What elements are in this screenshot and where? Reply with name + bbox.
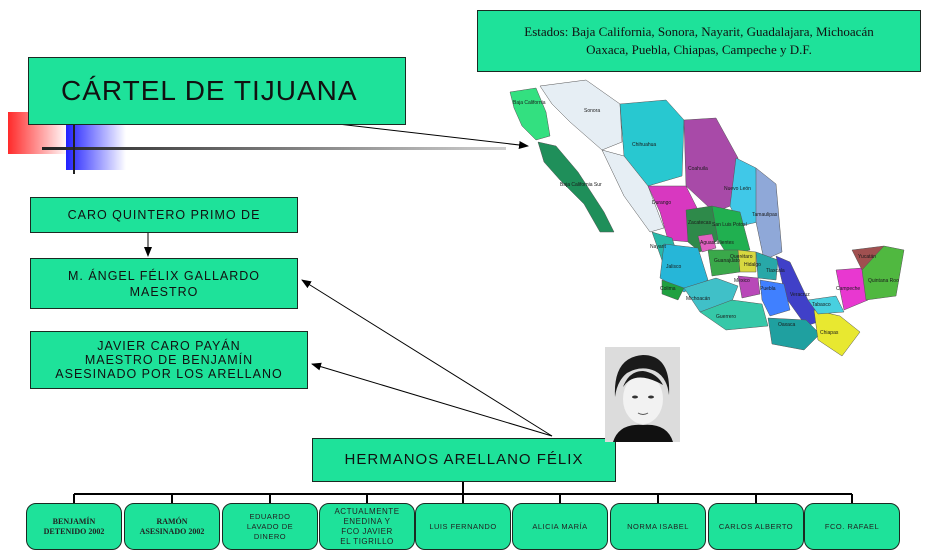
map-label: Puebla bbox=[760, 286, 776, 292]
map-label: Querétaro bbox=[730, 254, 753, 260]
sibling-note: EL TIGRILLO bbox=[340, 537, 394, 546]
map-label: Yucatán bbox=[858, 254, 876, 260]
sibling-note: ASESINADO 2002 bbox=[139, 526, 205, 536]
map-label: Baja California bbox=[513, 100, 546, 106]
map-region-chiapas bbox=[813, 309, 861, 357]
sibling-name: ENEDINA Y bbox=[343, 517, 391, 526]
map-region-nuevo-leon bbox=[729, 157, 759, 227]
map-label: Nayarit bbox=[650, 244, 666, 250]
map-region-sinaloa bbox=[601, 149, 665, 233]
map-label: Chihuahua bbox=[632, 142, 656, 148]
map-region-aguascalientes bbox=[697, 233, 717, 253]
felix-gallardo-role: MAESTRO bbox=[129, 284, 199, 299]
sibling-note: DETENIDO 2002 bbox=[43, 526, 105, 536]
javier-caro-box: JAVIER CARO PAYÁN MAESTRO DE BENJAMÍN AS… bbox=[30, 331, 308, 389]
decor-horizontal-line bbox=[42, 147, 506, 150]
map-label: Veracruz bbox=[790, 292, 810, 298]
map-label: Colima bbox=[660, 286, 676, 292]
map-label: Tabasco bbox=[812, 302, 831, 308]
javier-caro-name: JAVIER CARO PAYÁN bbox=[97, 339, 241, 353]
map-region-baja-california bbox=[509, 87, 551, 141]
map-label: Zacatecas bbox=[688, 220, 712, 226]
sibling-box: ALICIA MARÍA bbox=[512, 503, 608, 550]
map-label: Baja California Sur bbox=[560, 182, 602, 188]
sibling-name: BENJAMÍN bbox=[52, 516, 96, 526]
map-label: Sonora bbox=[584, 108, 600, 114]
map-label: San Luis Potosí bbox=[712, 222, 748, 228]
map-region-sonora bbox=[539, 79, 623, 151]
sibling-note: LAVADO DE bbox=[246, 521, 294, 531]
states-line-1: Estados: Baja California, Sonora, Nayari… bbox=[524, 24, 874, 39]
map-region-tamaulipas bbox=[755, 167, 783, 261]
map-label: Aguascalientes bbox=[700, 240, 734, 246]
felix-gallardo-name: M. ÁNGEL FÉLIX GALLARDO bbox=[67, 268, 261, 283]
map-region-hidalgo bbox=[755, 251, 779, 281]
map-region-baja-california-sur bbox=[537, 141, 615, 233]
decor-vertical-line bbox=[73, 122, 75, 174]
sibling-name: LUIS FERNANDO bbox=[429, 521, 497, 531]
sibling-box: NORMA ISABEL bbox=[610, 503, 706, 550]
hermanos-box: HERMANOS ARELLANO FÉLIX bbox=[312, 438, 616, 482]
map-label: Guanajuato bbox=[714, 258, 740, 264]
map-region-campeche bbox=[835, 267, 869, 311]
page-title: CÁRTEL DE TIJUANA bbox=[61, 75, 358, 106]
sibling-name: NORMA ISABEL bbox=[627, 521, 689, 531]
sibling-note: DINERO bbox=[253, 531, 287, 541]
map-label: Oaxaca bbox=[778, 322, 795, 328]
map-label: Campeche bbox=[836, 286, 860, 292]
arrow-hermanos-to-javier bbox=[311, 362, 553, 437]
arrow-title-to-map bbox=[337, 123, 529, 149]
map-label: Hidalgo bbox=[744, 262, 761, 268]
sibling-box: FCO. RAFAEL bbox=[804, 503, 900, 550]
map-region-colima bbox=[661, 279, 685, 301]
map-label: Tlaxcala bbox=[766, 268, 785, 274]
arrow-hermanos-to-felix bbox=[301, 279, 553, 437]
map-region-mexico bbox=[737, 275, 761, 299]
map-label: Durango bbox=[652, 200, 671, 206]
sibling-name: ALICIA MARÍA bbox=[532, 521, 588, 531]
map-region-queretaro bbox=[737, 249, 757, 273]
caro-quintero-label: CARO QUINTERO PRIMO DE bbox=[67, 208, 261, 222]
title-box: CÁRTEL DE TIJUANA bbox=[28, 57, 406, 125]
felix-gallardo-box: M. ÁNGEL FÉLIX GALLARDO MAESTRO bbox=[30, 258, 298, 309]
portrait-photo bbox=[605, 347, 680, 442]
map-label: Tamaulipas bbox=[752, 212, 778, 218]
javier-caro-note: ASESINADO POR LOS ARELLANO bbox=[55, 367, 283, 381]
map-label: México bbox=[734, 278, 750, 284]
sibling-box: EDUARDO LAVADO DE DINERO bbox=[222, 503, 318, 550]
map-label: Coahuila bbox=[688, 166, 708, 172]
map-label: Quintana Roo bbox=[868, 278, 899, 284]
map-region-quintana-roo bbox=[861, 245, 905, 301]
sibling-box: RAMÓN ASESINADO 2002 bbox=[124, 503, 220, 550]
sibling-name: CARLOS ALBERTO bbox=[718, 521, 794, 531]
sibling-name: FCO JAVIER bbox=[341, 527, 393, 536]
states-line-2: Oaxaca, Puebla, Chiapas, Campeche y D.F. bbox=[586, 42, 812, 57]
map-label: Jalisco bbox=[666, 264, 682, 270]
sibling-name: RAMÓN bbox=[156, 516, 188, 526]
map-region-guerrero bbox=[699, 299, 769, 331]
map-region-oaxaca bbox=[767, 317, 821, 351]
sibling-box: BENJAMÍN DETENIDO 2002 bbox=[26, 503, 122, 550]
sibling-name: FCO. RAFAEL bbox=[824, 521, 880, 531]
states-box: Estados: Baja California, Sonora, Nayari… bbox=[477, 10, 921, 72]
sibling-box: ACTUALMENTE ENEDINA Y FCO JAVIER EL TIGR… bbox=[319, 503, 415, 550]
sibling-name: EDUARDO bbox=[249, 511, 291, 521]
map-label: Michoacán bbox=[686, 296, 710, 302]
map-label: Chiapas bbox=[820, 330, 839, 336]
hermanos-label: HERMANOS ARELLANO FÉLIX bbox=[344, 451, 584, 468]
map-label: Nuevo León bbox=[724, 186, 751, 192]
sibling-box: CARLOS ALBERTO bbox=[708, 503, 804, 550]
map-region-puebla bbox=[759, 279, 791, 317]
sibling-note: ACTUALMENTE bbox=[334, 507, 400, 516]
map-label: Guerrero bbox=[716, 314, 736, 320]
javier-caro-role: MAESTRO DE BENJAMÍN bbox=[84, 353, 254, 367]
tree-connector bbox=[73, 482, 853, 503]
sibling-box: LUIS FERNANDO bbox=[415, 503, 511, 550]
map-region-tabasco bbox=[807, 295, 845, 315]
caro-quintero-box: CARO QUINTERO PRIMO DE bbox=[30, 197, 298, 233]
